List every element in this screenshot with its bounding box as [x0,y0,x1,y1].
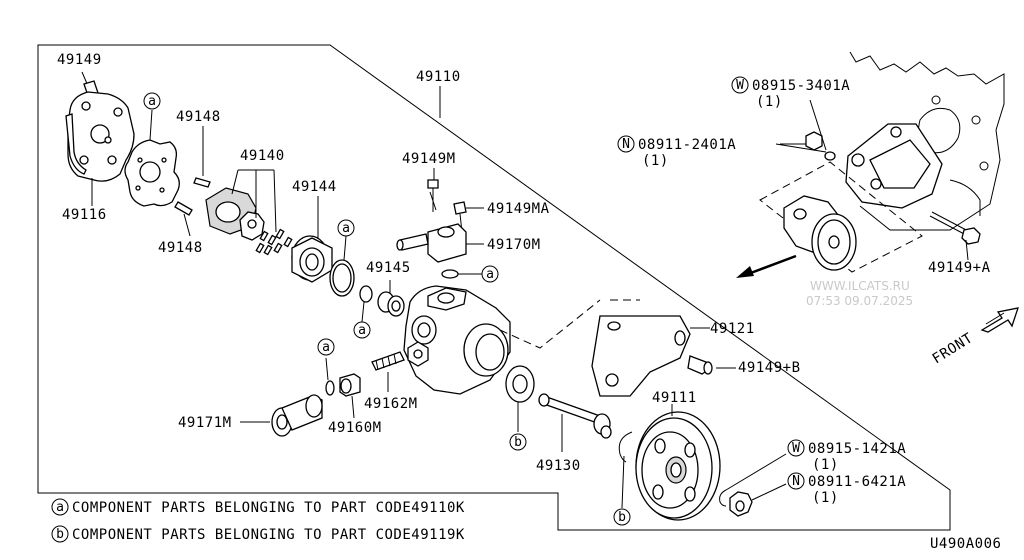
svg-text:a: a [56,500,64,515]
label-49149B: 49149+B [738,360,801,376]
o-ring-small [359,285,373,303]
rotor [239,211,265,241]
washer-front [719,489,727,507]
bracket-guide [499,299,640,349]
label-49145: 49145 [366,260,411,276]
callout-a-small-oring: a [353,321,371,339]
label-49170M: 49170M [487,237,541,253]
vanes [255,228,293,256]
label-49144: 49144 [292,179,337,195]
nut-front [729,491,753,517]
label-49149M: 49149M [402,151,456,167]
svg-text:b: b [56,527,64,542]
legend-b: b COMPONENT PARTS BELONGING TO PART CODE… [51,525,465,543]
pin-49148-bottom [174,201,193,216]
connector-49170M [396,223,467,263]
seal-49145 [377,291,405,317]
svg-text:W: W [736,78,744,93]
label-49140: 49140 [240,148,285,164]
connector-49160M [339,373,361,397]
washer-symbol-w2: W [787,439,805,457]
svg-text:N: N [622,137,630,152]
qty-w2: (1) [812,457,839,473]
label-49116: 49116 [62,207,107,223]
svg-text:a: a [148,94,156,109]
callout-b-bearing: b [509,433,527,451]
legend-a: a COMPONENT PARTS BELONGING TO PART CODE… [51,498,465,516]
svg-text:a: a [486,267,494,282]
svg-text:N: N [792,474,800,489]
label-49149MA: 49149MA [487,201,550,217]
valve-49171M [271,394,323,437]
o-ring-connector [441,269,459,279]
nut-symbol-n1: N [617,135,635,153]
front-label: FRONT [930,330,976,367]
install-arrow [736,254,797,278]
svg-text:b: b [618,510,626,525]
legend-b-text: COMPONENT PARTS BELONGING TO PART CODE49… [72,527,465,543]
code-n2: 08911-6421A [808,474,906,490]
svg-text:b: b [514,435,522,450]
snap-ring [618,431,633,463]
diagram-code: U490A006 [930,536,1001,552]
code-n1: 08911-2401A [638,137,736,153]
code-w1: 08915-3401A [752,78,850,94]
watermark-site: WWW.ILCATS.RU [810,279,910,293]
label-49111: 49111 [652,390,697,406]
pulley-49111 [635,411,721,521]
qty-n2: (1) [812,490,839,506]
callout-b-snap-ring: b [613,508,631,526]
bolt-49149A [929,211,981,245]
pin-49148-top [193,177,211,188]
watermark-stamp: 07:53 09.07.2025 [806,294,913,308]
label-49160M: 49160M [328,420,382,436]
engine-bracket [845,123,943,209]
washer-w1 [824,151,836,161]
bolt-49149MA [453,201,467,233]
code-w2: 08915-1421A [808,441,906,457]
label-49110: 49110 [416,69,461,85]
bolt-49149M [427,179,439,212]
qty-w1: (1) [756,94,783,110]
label-49149: 49149 [57,52,102,68]
label-49148-top: 49148 [176,109,221,125]
nut-symbol-n2: N [787,472,805,490]
label-49130: 49130 [536,458,581,474]
pump-housing [403,285,511,395]
svg-text:a: a [322,340,330,355]
qty-n1: (1) [642,153,669,169]
legend-a-text: COMPONENT PARTS BELONGING TO PART CODE49… [72,500,465,516]
engine-block [849,51,1005,231]
assembly-frame [37,44,951,531]
label-49148-bottom: 49148 [158,240,203,256]
nut-n1 [805,131,823,151]
shaft-49130 [538,393,612,439]
front-arrow [980,307,1019,333]
label-49171M: 49171M [178,415,232,431]
svg-text:a: a [358,323,366,338]
callout-a-oring: a [337,219,355,237]
pressure-plate-49144 [291,235,333,283]
pump-assembly-small [783,195,857,271]
label-49162M: 49162M [364,396,418,412]
label-49121: 49121 [710,321,755,337]
callout-a-valve: a [317,338,335,356]
svg-text:a: a [342,221,350,236]
callout-a-connector: a [481,265,499,283]
label-49149A: 49149+A [928,260,991,276]
spring-49162M [371,351,405,371]
svg-text:W: W [792,441,800,456]
bearing [505,365,535,403]
callout-a-gasket: a [143,92,161,110]
rear-cover-49116 [65,91,135,182]
o-ring-valve [325,380,335,396]
bolt-49149B [687,355,713,375]
gasket [124,139,180,207]
bracket-49121 [591,315,691,397]
washer-symbol-w1: W [731,76,749,94]
